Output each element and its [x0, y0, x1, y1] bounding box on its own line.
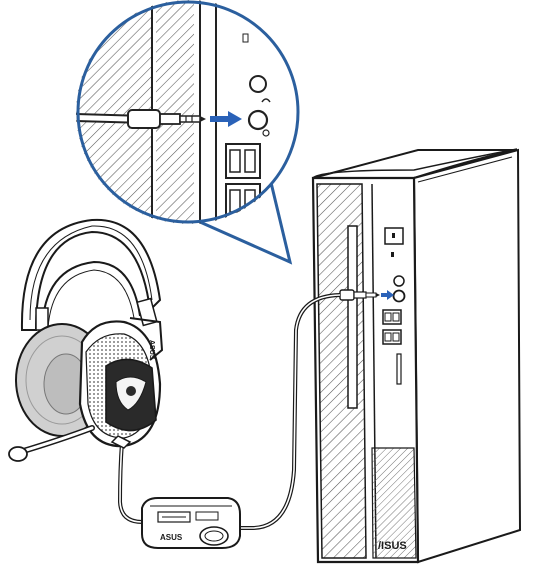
desktop-tower-icon: /ISUS: [313, 149, 520, 562]
usb-port: [383, 330, 401, 344]
card-reader-slot: [397, 354, 401, 384]
pc-brand-logo: /ISUS: [378, 540, 407, 552]
optical-drive-slot: [348, 226, 357, 408]
headset-control-logo: ASUS: [160, 533, 183, 542]
headset-icon: ASUS: [9, 220, 162, 461]
microphone-port-icon: [249, 111, 267, 129]
usb-port: [383, 310, 401, 324]
headphone-port-icon: [250, 76, 266, 92]
headphone-port-icon: [394, 276, 404, 286]
audio-jack-plug: [128, 110, 160, 128]
microphone-port-icon: [394, 291, 405, 302]
microphone-tip: [9, 447, 27, 461]
headset-brand-logo: ASUS: [148, 340, 155, 360]
volume-wheel: [200, 527, 228, 545]
inline-volume-control-icon: ASUS: [142, 498, 240, 548]
